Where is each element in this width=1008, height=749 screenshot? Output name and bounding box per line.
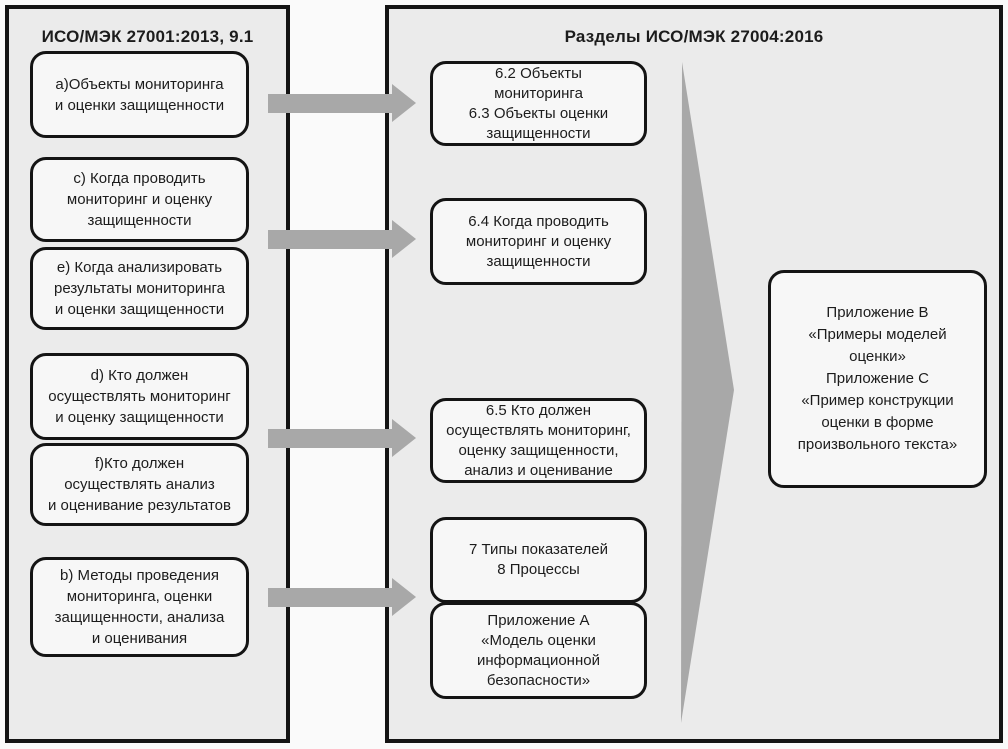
box-27004-6-5-label: 6.5 Кто должен осуществлять мониторинг, … <box>446 401 631 479</box>
flow-arrow-a-head <box>392 84 416 122</box>
box-27004-6-2-6-3-label: 6.2 Объекты мониторинга 6.3 Объекты оцен… <box>468 64 609 142</box>
box-27001-item-d: d) Кто должен осуществлять мониторинг и … <box>30 353 249 440</box>
aggregate-arrow-icon <box>681 62 734 723</box>
box-27004-7-8: 7 Типы показателей 8 Процессы <box>430 517 647 603</box>
box-27001-item-d-label: d) Кто должен осуществлять мониторинг и … <box>48 367 231 426</box>
box-27001-item-a: a)Объекты мониторинга и оценки защищенно… <box>30 51 249 138</box>
box-27001-item-f: f)Кто должен осуществлять анализ и оцени… <box>30 443 249 526</box>
box-27004-annex-b-c: Приложение В «Примеры моделей оценки» Пр… <box>768 270 987 488</box>
flow-arrow-b-head <box>392 578 416 616</box>
flow-arrow-b-icon <box>268 578 416 616</box>
flow-arrow-df-head <box>392 419 416 457</box>
box-27001-item-b-label: b) Методы проведения мониторинга, оценки… <box>54 567 225 647</box>
flow-arrow-df-icon <box>268 419 416 457</box>
flow-arrow-a-icon <box>268 84 416 122</box>
box-27004-annex-a-label: Приложение А «Модель оценки информационн… <box>477 611 600 689</box>
box-27004-6-4-label: 6.4 Когда проводить мониторинг и оценку … <box>465 212 612 270</box>
box-27001-item-b: b) Методы проведения мониторинга, оценки… <box>30 557 249 657</box>
flow-arrow-ce-shaft <box>268 229 392 249</box>
box-27001-item-f-label: f)Кто должен осуществлять анализ и оцени… <box>48 455 231 514</box>
panel-title-iso27004: Разделы ИСО/МЭК 27004:2016 <box>564 27 824 47</box>
box-27004-annex-a: Приложение А «Модель оценки информационн… <box>430 602 647 699</box>
box-27001-item-c-label: c) Когда проводить мониторинг и оценку з… <box>66 170 213 229</box>
box-27001-item-e-label: e) Когда анализировать результаты монито… <box>53 259 225 318</box>
flow-arrow-df-shaft <box>268 428 392 448</box>
flow-arrow-ce-icon <box>268 220 416 258</box>
box-27004-6-2-6-3: 6.2 Объекты мониторинга 6.3 Объекты оцен… <box>430 61 647 146</box>
flow-arrow-a-shaft <box>268 93 392 113</box>
flow-arrow-b-shaft <box>268 587 392 607</box>
panel-title-iso27001: ИСО/МЭК 27001:2013, 9.1 <box>41 27 254 47</box>
box-27001-item-c: c) Когда проводить мониторинг и оценку з… <box>30 157 249 242</box>
box-27004-annex-b-c-label: Приложение В «Примеры моделей оценки» Пр… <box>797 304 958 453</box>
box-27001-item-e: e) Когда анализировать результаты монито… <box>30 247 249 330</box>
box-27004-6-5: 6.5 Кто должен осуществлять мониторинг, … <box>430 398 647 483</box>
flow-arrow-ce-head <box>392 220 416 258</box>
box-27001-item-a-label: a)Объекты мониторинга и оценки защищенно… <box>54 75 225 114</box>
box-27004-7-8-label: 7 Типы показателей 8 Процессы <box>469 541 608 578</box>
box-27004-6-4: 6.4 Когда проводить мониторинг и оценку … <box>430 198 647 285</box>
